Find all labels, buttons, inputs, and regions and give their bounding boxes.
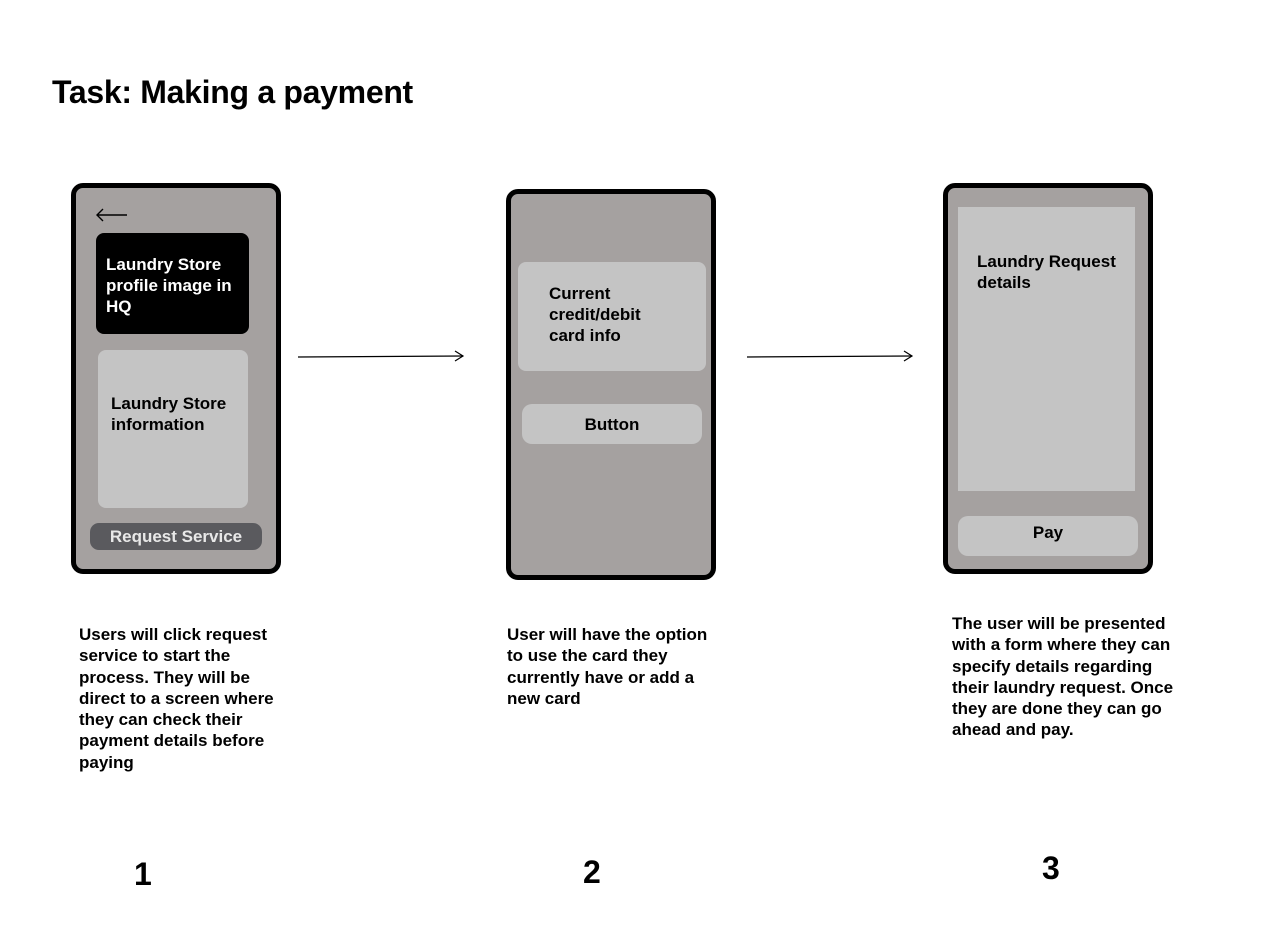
phone-screen-3: Laundry Request details Pay — [943, 183, 1153, 574]
store-profile-image: Laundry Store profile image in HQ — [96, 233, 249, 334]
step-1-description: Users will click request service to star… — [79, 625, 274, 772]
flow-arrow-2 — [746, 350, 914, 362]
request-details-form[interactable]: Laundry Request details — [958, 207, 1135, 491]
step-2-description: User will have the option to use the car… — [507, 625, 708, 708]
request-service-button[interactable]: Request Service — [90, 523, 262, 550]
pay-button[interactable]: Pay — [958, 516, 1138, 556]
phone-screen-2: Current credit/debit card info Button — [506, 189, 716, 580]
flow-arrow-1 — [297, 350, 465, 362]
store-info-panel: Laundry Store information — [98, 350, 248, 508]
step-number-2: 2 — [583, 854, 601, 890]
page-title: Task: Making a payment — [52, 74, 413, 110]
step-number-3: 3 — [1042, 850, 1060, 886]
left-arrow-icon[interactable] — [94, 207, 130, 223]
step-number-1: 1 — [134, 856, 152, 892]
card-action-button[interactable]: Button — [522, 404, 702, 444]
phone-screen-1: Laundry Store profile image in HQ Laundr… — [71, 183, 281, 574]
card-info-panel[interactable]: Current credit/debit card info — [518, 262, 706, 371]
step-3-description: The user will be presented with a form w… — [952, 614, 1174, 740]
